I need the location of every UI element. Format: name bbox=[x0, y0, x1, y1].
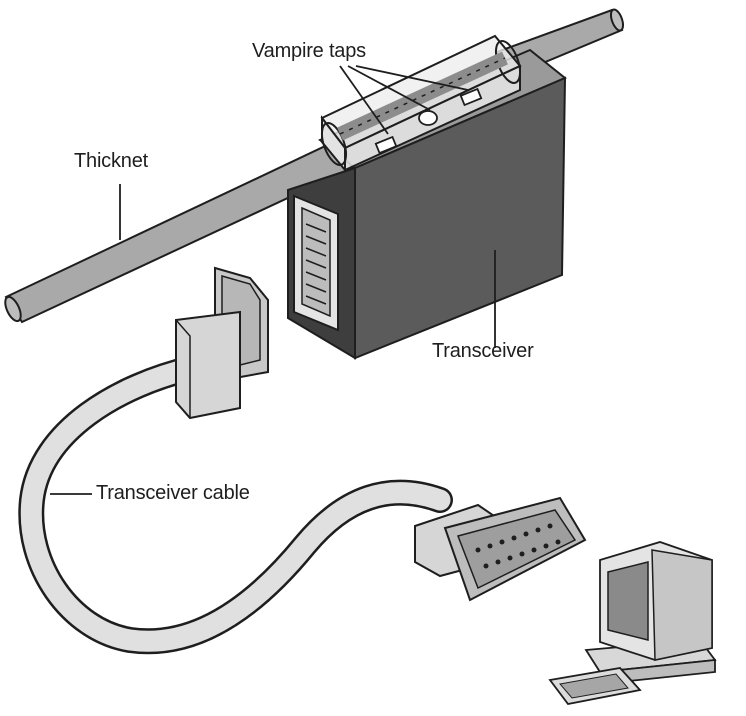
label-vampire-taps: Vampire taps bbox=[252, 40, 366, 63]
computer-end-connector bbox=[415, 498, 585, 600]
label-transceiver-cable: Transceiver cable bbox=[96, 482, 250, 505]
transceiver-end-connector bbox=[176, 268, 268, 418]
computer-icon bbox=[550, 542, 715, 704]
label-thicknet: Thicknet bbox=[74, 150, 148, 173]
label-transceiver: Transceiver bbox=[432, 340, 534, 363]
